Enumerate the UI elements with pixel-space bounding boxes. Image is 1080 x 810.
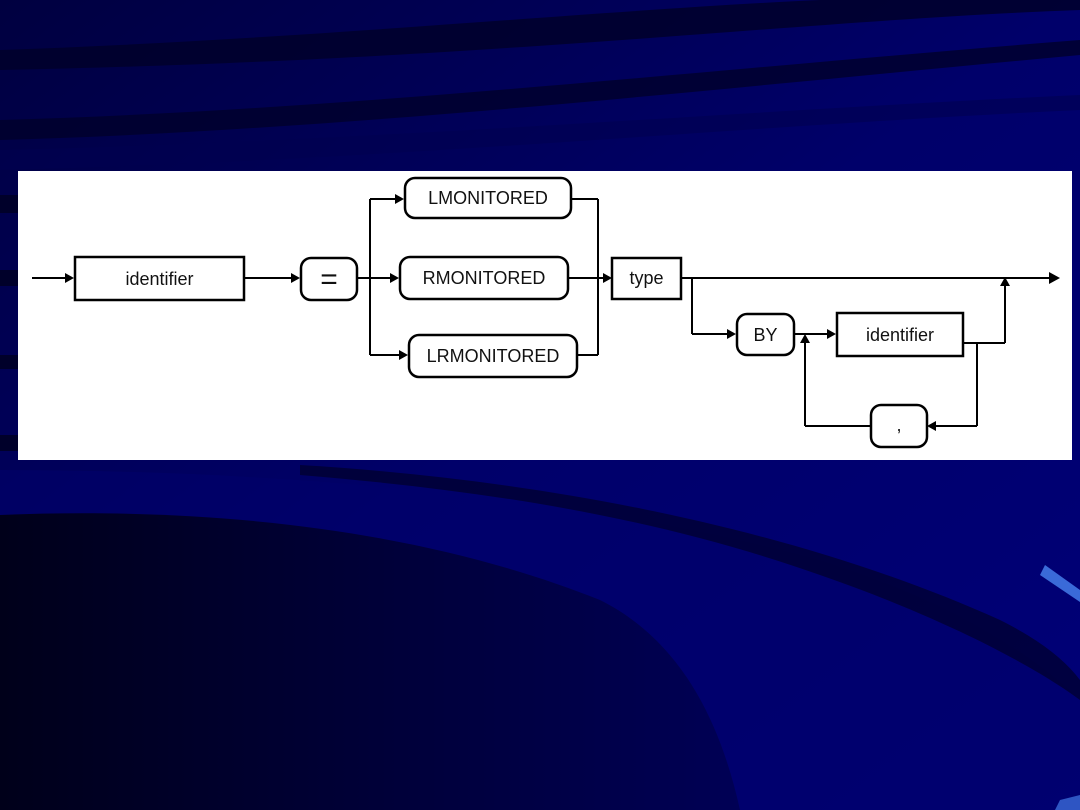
node-identifier-label: identifier: [125, 269, 193, 289]
node-equals-label: =: [320, 263, 338, 296]
node-rmonitored: RMONITORED: [398, 255, 570, 301]
arrow-into-identifier-2: [827, 329, 836, 339]
node-identifier-2: identifier: [835, 311, 965, 358]
arrow-into-identifier: [65, 273, 74, 283]
node-lrmonitored: LRMONITORED: [407, 333, 579, 379]
node-lrmonitored-label: LRMONITORED: [427, 346, 560, 366]
arrow-exit: [1049, 272, 1060, 284]
node-rmonitored-label: RMONITORED: [423, 268, 546, 288]
node-equals: =: [299, 256, 359, 302]
node-comma: ,: [869, 403, 929, 449]
arrow-into-equals: [291, 273, 300, 283]
arrow-rejoin-main: [1000, 277, 1010, 286]
syntax-diagram-panel: identifier = LMONITORED RMONITORED LRMON…: [18, 171, 1072, 460]
arrow-loop-back: [800, 334, 810, 343]
arrow-into-type: [603, 273, 612, 283]
node-comma-label: ,: [896, 415, 901, 435]
arrow-into-by: [727, 329, 736, 339]
syntax-diagram: identifier = LMONITORED RMONITORED LRMON…: [32, 176, 1060, 449]
node-by-label: BY: [753, 325, 777, 345]
node-lmonitored: LMONITORED: [403, 176, 573, 220]
arrow-into-lrmonitored: [399, 350, 408, 360]
node-type-label: type: [629, 268, 663, 288]
arrow-into-comma: [927, 421, 936, 431]
node-lmonitored-label: LMONITORED: [428, 188, 548, 208]
arrow-into-rmonitored: [390, 273, 399, 283]
node-identifier: identifier: [73, 255, 246, 302]
node-by: BY: [735, 312, 796, 357]
arrow-into-lmonitored: [395, 194, 404, 204]
node-type: type: [610, 256, 683, 301]
node-identifier-2-label: identifier: [866, 325, 934, 345]
